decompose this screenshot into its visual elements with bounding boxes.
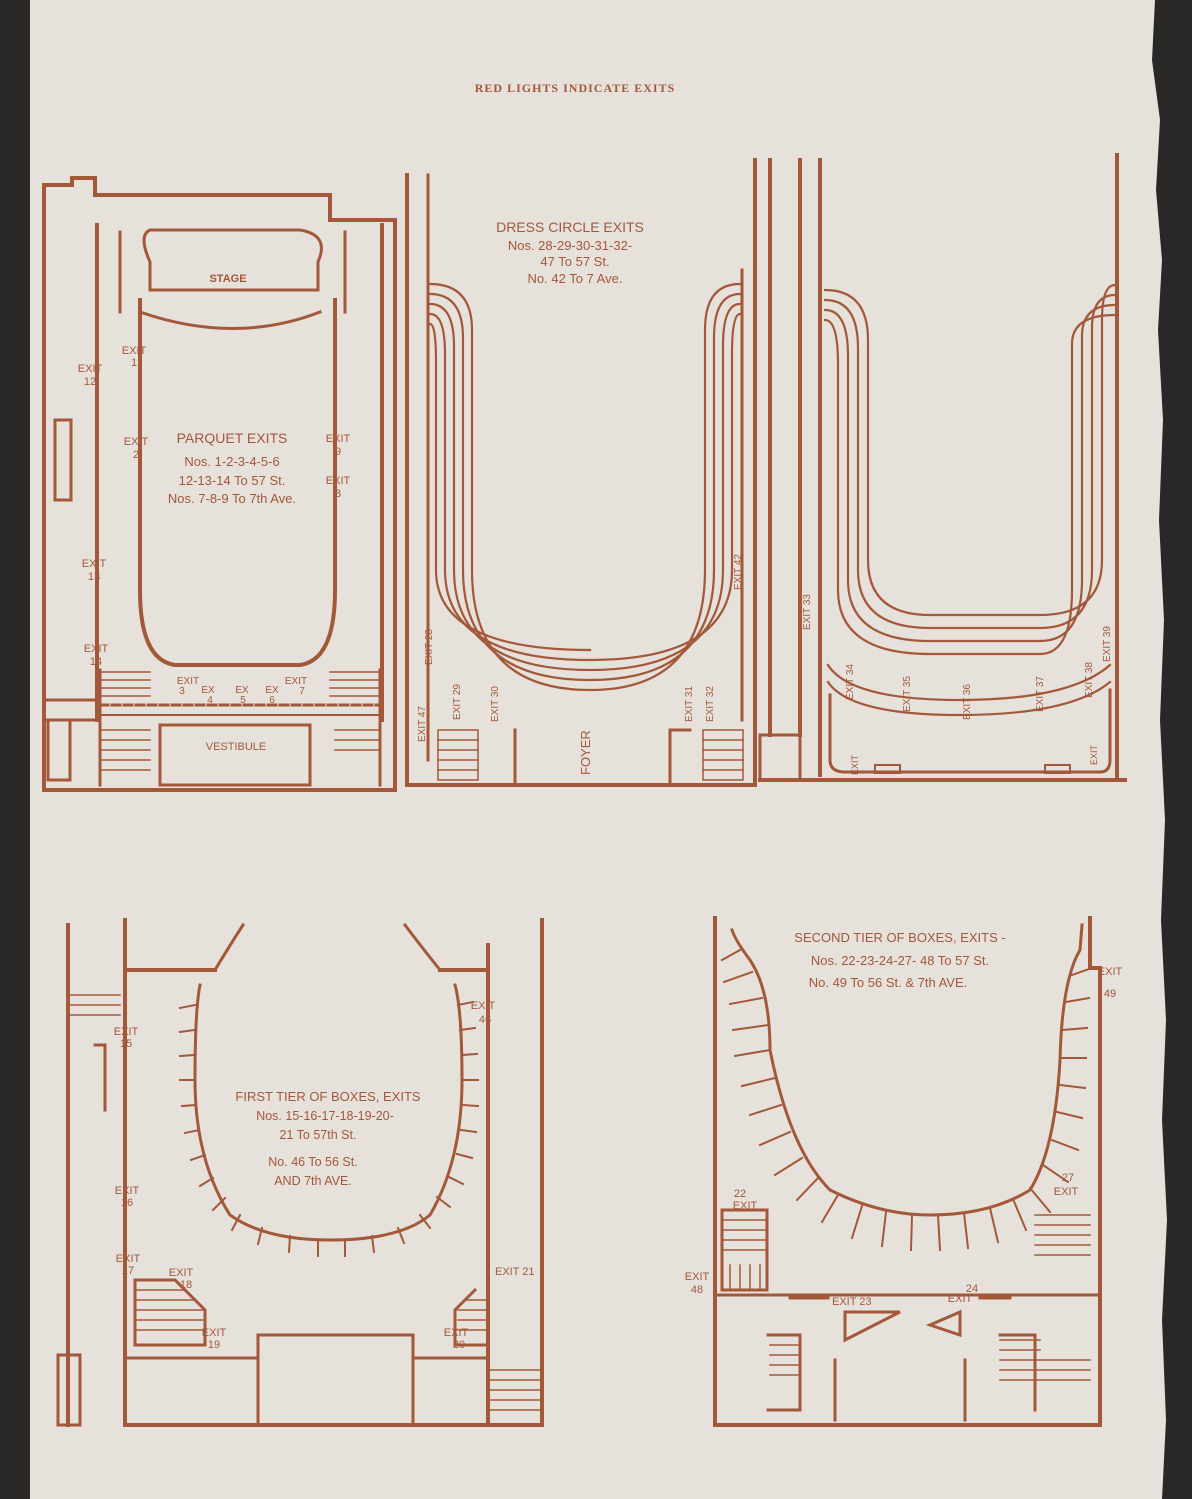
dress-circle-rows (428, 282, 742, 692)
exit-balcony-left-label: EXIT (850, 754, 860, 775)
second-tier-partitions (720, 948, 1094, 1252)
exit-30-label: EXIT 30 (490, 686, 501, 722)
svg-text:Nos. 15-16-17-18-19-20-: Nos. 15-16-17-18-19-20- (256, 1109, 394, 1123)
exit-balcony-right-label: EXIT (1089, 744, 1099, 765)
foyer-label: FOYER (578, 730, 593, 775)
exit-31-label: EXIT 31 (684, 686, 695, 722)
second-tier-stair-right (925, 1309, 962, 1338)
stairs-left (99, 671, 151, 771)
svg-text:Nos. 7-8-9 To 7th Ave.: Nos. 7-8-9 To 7th Ave. (168, 491, 296, 506)
svg-text:FIRST TIER OF BOXES, EXITS: FIRST TIER OF BOXES, EXITS (235, 1089, 420, 1104)
exit-35-label: EXIT 35 (902, 676, 913, 712)
parquet-auditorium (138, 298, 337, 667)
svg-text:SECOND TIER OF BOXES, EXITS -: SECOND TIER OF BOXES, EXITS - (794, 930, 1005, 945)
svg-text:Nos. 28-29-30-31-32-: Nos. 28-29-30-31-32- (508, 238, 632, 253)
dress-circle-caption: DRESS CIRCLE EXITS Nos. 28-29-30-31-32- … (496, 219, 644, 286)
balcony-plan (758, 153, 1127, 782)
exit-28-label: EXIT 28 (424, 629, 435, 665)
vestibule-room (158, 723, 312, 787)
svg-text:DRESS CIRCLE EXITS: DRESS CIRCLE EXITS (496, 219, 644, 235)
second-tier-plan (713, 916, 1102, 1427)
vestibule-label: VESTIBULE (206, 741, 267, 753)
parquet-plan (42, 176, 397, 792)
exit-39-label: EXIT 39 (1102, 626, 1113, 662)
exit-23-label: EXIT 23 (832, 1296, 872, 1308)
svg-text:No. 49 To 56 St. & 7th AVE.: No. 49 To 56 St. & 7th AVE. (809, 975, 968, 990)
second-tier-caption: SECOND TIER OF BOXES, EXITS - Nos. 22-23… (794, 930, 1005, 990)
exit-37-label: EXIT 37 (1035, 676, 1046, 712)
exit-47-label: EXIT 47 (417, 706, 428, 742)
dress-circle-plan (405, 158, 757, 787)
header-title: RED LIGHTS INDICATE EXITS (475, 81, 676, 95)
svg-text:PARQUET EXITS: PARQUET EXITS (177, 430, 288, 446)
svg-text:No. 46 To 56 St.: No. 46 To 56 St. (268, 1155, 357, 1169)
svg-text:Nos. 22-23-24-27- 48 To 57 St.: Nos. 22-23-24-27- 48 To 57 St. (811, 953, 989, 968)
first-tier-room (256, 1333, 415, 1427)
svg-text:Nos. 1-2-3-4-5-6: Nos. 1-2-3-4-5-6 (184, 454, 279, 469)
exit-32-label: EXIT 32 (705, 686, 716, 722)
svg-text:47 To 57 St.: 47 To 57 St. (540, 254, 609, 269)
paper-sheet (30, 0, 1167, 1499)
svg-text:21 To 57th St.: 21 To 57th St. (280, 1128, 357, 1142)
stage (142, 228, 323, 292)
exit-34-label: EXIT 34 (845, 664, 856, 700)
exit-21-label: EXIT 21 (495, 1266, 535, 1278)
exit-36-label: EXIT 36 (962, 684, 973, 720)
second-tier-outer-wall (713, 916, 1102, 1427)
parquet-outer-wall (42, 176, 397, 792)
dress-circle-stairs (437, 729, 744, 781)
exit-38-label: EXIT 38 (1084, 662, 1095, 698)
first-tier-caption: FIRST TIER OF BOXES, EXITS Nos. 15-16-17… (235, 1089, 420, 1188)
svg-text:12-13-14 To 57 St.: 12-13-14 To 57 St. (179, 473, 286, 488)
exit-33-label: EXIT 33 (802, 594, 813, 630)
exit-42-label: EXIT 42 (733, 554, 744, 590)
second-tier-stair-left (843, 1310, 901, 1343)
svg-text:No. 42 To 7 Ave.: No. 42 To 7 Ave. (528, 271, 623, 286)
first-tier-horseshoe (193, 983, 464, 1242)
stage-label: STAGE (209, 273, 246, 285)
first-tier-partitions (178, 1000, 480, 1257)
first-tier-plan (56, 918, 544, 1427)
stairs-right (329, 671, 381, 751)
exit-29-label: EXIT 29 (452, 684, 463, 720)
second-tier-horseshoe (730, 923, 1084, 1217)
svg-text:AND 7th AVE.: AND 7th AVE. (274, 1174, 352, 1188)
proscenium-arc (138, 310, 322, 330)
balcony-rows (823, 283, 1117, 717)
parquet-caption: PARQUET EXITS Nos. 1-2-3-4-5-6 12-13-14 … (168, 430, 296, 506)
